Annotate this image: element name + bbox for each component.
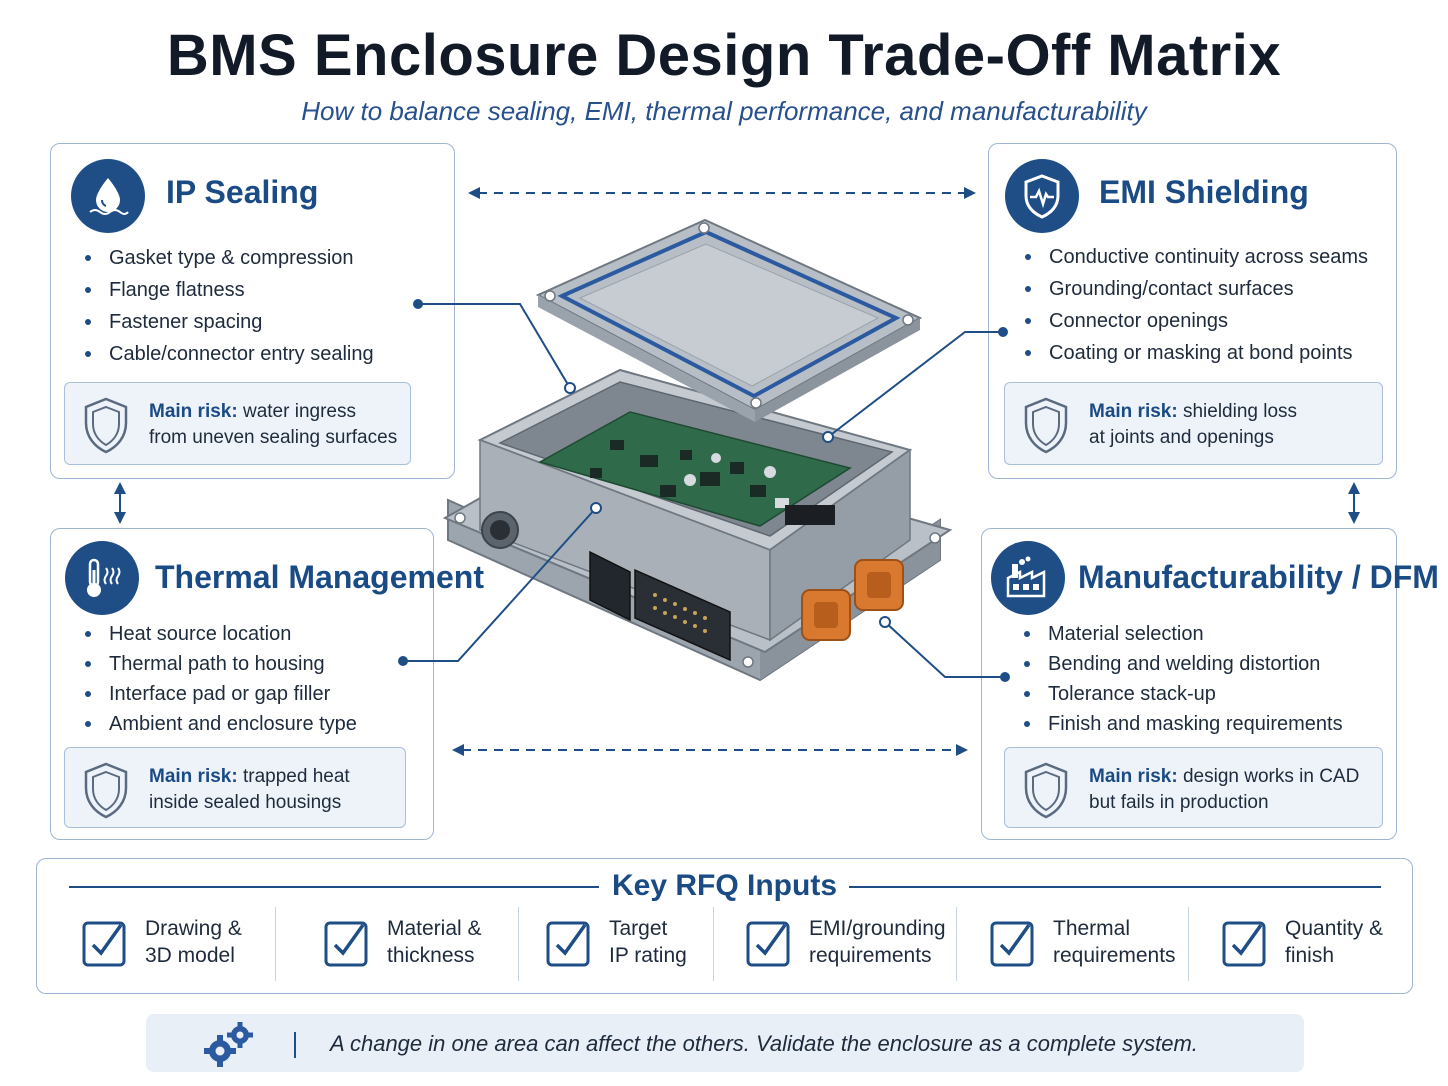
black-connector-large xyxy=(634,568,731,662)
dfm-title: Manufacturability / DFM xyxy=(1078,559,1439,595)
rfq-item-line: Target xyxy=(609,917,668,940)
risk-text: design works in CAD xyxy=(1182,766,1360,787)
emi-shielding-bullets: Conductive continuity across seams Groun… xyxy=(1021,241,1368,369)
emi-shielding-title: EMI Shielding xyxy=(1099,174,1309,210)
checkbox-icon xyxy=(990,921,1034,967)
rfq-item-line: requirements xyxy=(1053,944,1176,967)
page-title: BMS Enclosure Design Trade-Off Matrix xyxy=(166,23,1282,88)
list-item: Connector openings xyxy=(1021,305,1368,337)
footer-text: A change in one area can affect the othe… xyxy=(330,1031,1198,1056)
rfq-item-line: IP rating xyxy=(609,944,687,967)
list-item: Gasket type & compression xyxy=(81,242,374,274)
thermal-risk-box: Main risk: trapped heat inside sealed ho… xyxy=(64,747,406,828)
footer-note: A change in one area can affect the othe… xyxy=(146,1014,1304,1072)
bms-enclosure-illustration xyxy=(442,218,953,682)
risk-label: Main risk: xyxy=(1089,766,1178,787)
thermal-card: Thermal Management Heat source location … xyxy=(50,528,484,840)
checkbox-icon xyxy=(324,921,368,967)
gears-icon xyxy=(204,1022,253,1067)
risk-text: from uneven sealing surfaces xyxy=(149,427,398,448)
pcb-capacitors xyxy=(684,453,789,508)
list-item: Finish and masking requirements xyxy=(1020,709,1343,739)
rfq-divider-right xyxy=(849,886,1381,888)
risk-label: Main risk: xyxy=(149,401,238,422)
rfq-item-line: 3D model xyxy=(145,944,235,967)
footer-divider xyxy=(294,1032,296,1058)
rfq-panel: Key RFQ Inputs Drawing & 3D model Materia… xyxy=(36,858,1413,994)
dfm-card: Manufacturability / DFM Material selecti… xyxy=(981,528,1439,840)
emi-shielding-risk-box: Main risk: shielding loss at joints and … xyxy=(1004,382,1383,465)
checkbox-icon xyxy=(746,921,790,967)
risk-text: at joints and openings xyxy=(1089,427,1274,448)
thermal-bullets: Heat source location Thermal path to hou… xyxy=(81,619,357,739)
ip-sealing-risk-box: Main risk: water ingress from uneven sea… xyxy=(64,382,411,465)
checkbox-icon xyxy=(546,921,590,967)
risk-text: water ingress xyxy=(242,401,356,422)
rfq-item-line: Quantity & xyxy=(1285,917,1384,940)
list-item: Thermal path to housing xyxy=(81,649,357,679)
rfq-separator xyxy=(956,907,957,981)
rfq-item-line: Material & xyxy=(387,917,482,940)
rfq-item-line: finish xyxy=(1285,944,1335,967)
rfq-item-line: requirements xyxy=(809,944,932,967)
list-item: Interface pad or gap filler xyxy=(81,679,357,709)
lid-gasket xyxy=(557,229,901,399)
rfq-item-line: Drawing & xyxy=(145,917,242,940)
list-item: Ambient and enclosure type xyxy=(81,709,357,739)
list-item: Fastener spacing xyxy=(81,306,374,338)
risk-label: Main risk: xyxy=(149,766,238,787)
list-item: Cable/connector entry sealing xyxy=(81,338,374,370)
rfq-item-line: Thermal xyxy=(1053,917,1131,940)
rfq-item-line: EMI/grounding xyxy=(809,917,946,940)
rfq-divider-left xyxy=(69,886,599,888)
page-subtitle: How to balance sealing, EMI, thermal per… xyxy=(301,96,1147,126)
list-item: Conductive continuity across seams xyxy=(1021,241,1368,273)
risk-text: inside sealed housings xyxy=(149,792,342,813)
list-item: Tolerance stack-up xyxy=(1020,679,1343,709)
pcb-header xyxy=(785,505,835,525)
rfq-separator xyxy=(713,907,714,981)
thermometer-icon xyxy=(65,541,139,615)
list-item: Grounding/contact surfaces xyxy=(1021,273,1368,305)
checkbox-icon xyxy=(1222,921,1266,967)
rfq-separator xyxy=(1188,907,1189,981)
shield-icon xyxy=(1024,397,1068,454)
rfq-title: Key RFQ Inputs xyxy=(611,869,837,902)
rfq-separator xyxy=(275,907,276,981)
risk-text: trapped heat xyxy=(242,766,350,787)
list-item: Flange flatness xyxy=(81,274,374,306)
shield-icon xyxy=(84,762,128,819)
list-item: Bending and welding distortion xyxy=(1020,649,1343,679)
risk-text: but fails in production xyxy=(1089,792,1269,813)
shield-icon xyxy=(1024,762,1068,819)
shield-pulse-icon xyxy=(1005,159,1079,233)
dfm-risk-box: Main risk: design works in CAD but fails… xyxy=(1004,747,1383,828)
rfq-item-line: thickness xyxy=(387,944,475,967)
ip-sealing-card: IP Sealing Gasket type & compression Fla… xyxy=(50,143,455,479)
ip-sealing-bullets: Gasket type & compression Flange flatnes… xyxy=(81,242,374,370)
risk-label: Main risk: xyxy=(1089,401,1178,422)
dfm-bullets: Material selection Bending and welding d… xyxy=(1020,619,1343,739)
pcb-components xyxy=(590,440,766,497)
checkbox-icon xyxy=(82,921,126,967)
risk-text: shielding loss xyxy=(1182,401,1298,422)
factory-icon xyxy=(991,541,1065,615)
list-item: Material selection xyxy=(1020,619,1343,649)
list-item: Coating or masking at bond points xyxy=(1021,337,1368,369)
rfq-separator xyxy=(518,907,519,981)
shield-icon xyxy=(84,397,128,454)
water-drop-icon xyxy=(71,159,145,233)
emi-shielding-card: EMI Shielding Conductive continuity acro… xyxy=(988,143,1397,479)
ip-sealing-title: IP Sealing xyxy=(166,174,319,210)
list-item: Heat source location xyxy=(81,619,357,649)
